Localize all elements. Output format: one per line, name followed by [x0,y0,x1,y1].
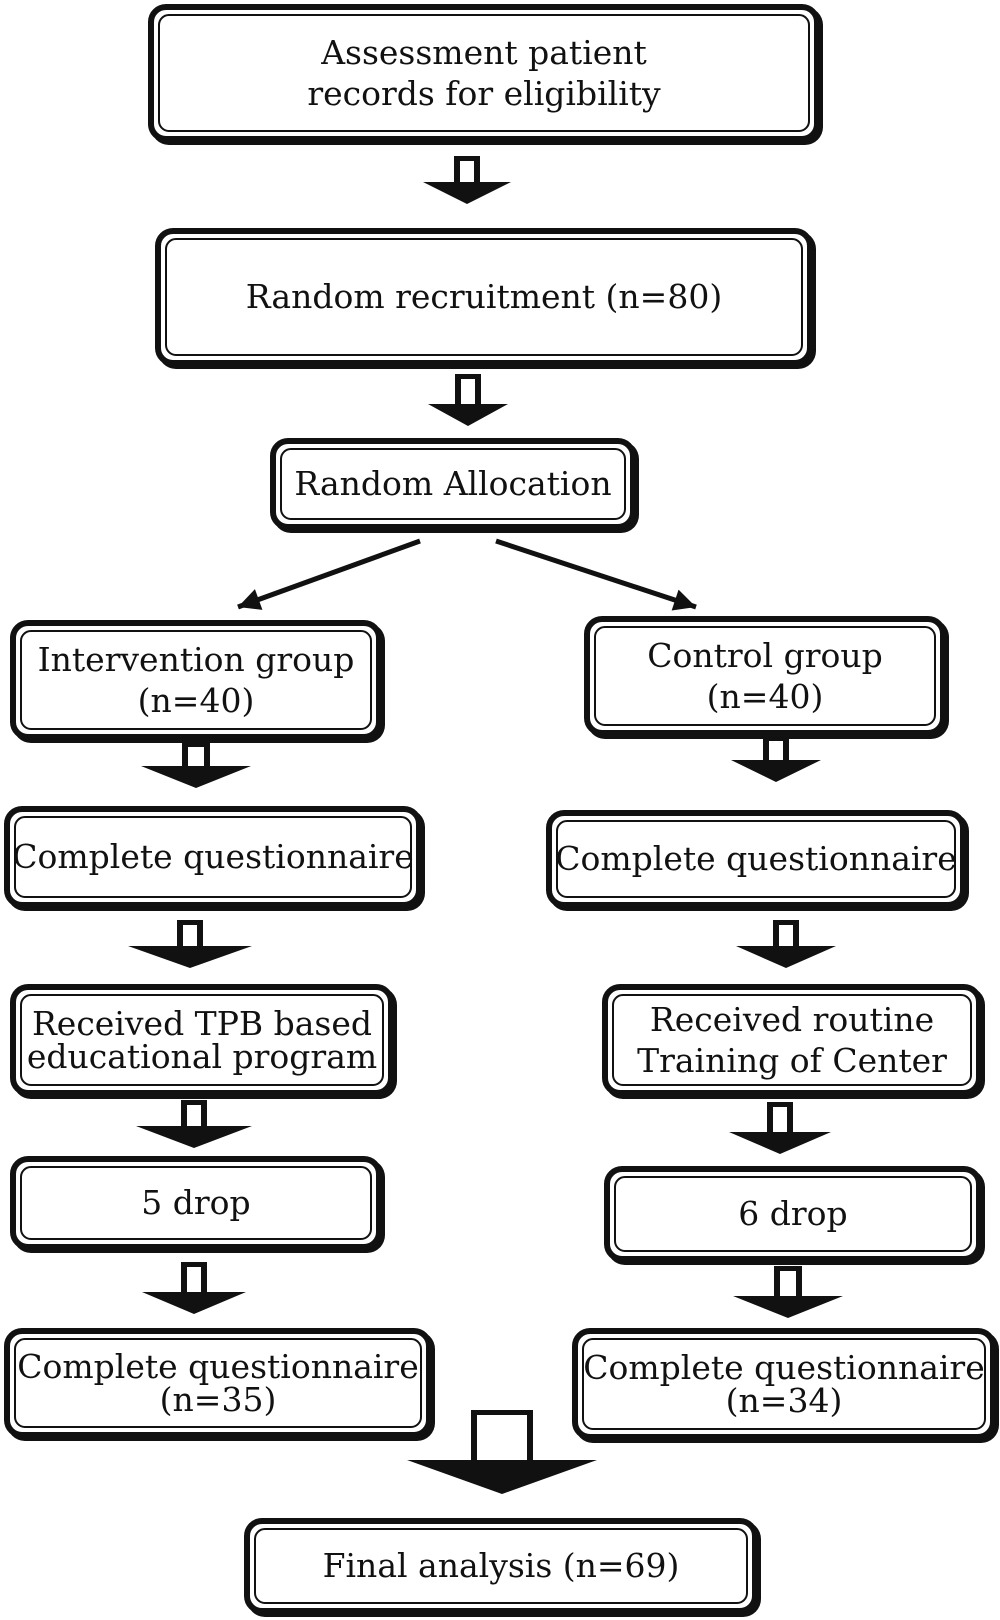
intervention-questionnaire-box: Complete questionnaire [4,806,422,908]
arrow-allocation-to-control [495,538,697,610]
routine-training-box: Received routine Training of Center [602,984,982,1096]
tpb-program-box: Received TPB based educational program [10,984,394,1096]
intervention-group-line1: Intervention group [37,639,355,679]
control-final-questionnaire-line2: (n=34) [725,1381,843,1420]
control-group-line2: (n=40) [706,677,824,716]
arrow-int-questionnaire-to-program-hollow [183,925,197,946]
intervention-drop-label: 5 drop [141,1183,251,1223]
arrow-questionnaires-to-final-analysis-hollow [477,1415,527,1460]
assessment-box: Assessment patient records for eligibili… [148,4,820,142]
arrow-ctrl-questionnaire-to-training-hollow [779,925,793,946]
allocation-label: Random Allocation [294,464,612,504]
tpb-program-line2: educational program [26,1037,378,1076]
control-drop-label: 6 drop [738,1194,848,1234]
control-questionnaire-box: Complete questionnaire [546,810,966,908]
intervention-group-box: Intervention group (n=40) [10,620,382,740]
arrow-assessment-to-recruitment-hollow [460,161,474,182]
routine-training-line1: Received routine [649,999,935,1039]
arrow-ctrl-drop-to-final-questionnaire-hollow [780,1271,796,1296]
assessment-line1: Assessment patient [321,32,647,72]
arrow-program-to-drop-hollow [187,1105,201,1126]
control-questionnaire-label: Complete questionnaire [555,839,957,879]
intervention-final-questionnaire-box: Complete questionnaire (n=35) [4,1328,432,1438]
control-final-questionnaire-box: Complete questionnaire (n=34) [572,1328,996,1440]
intervention-drop-box: 5 drop [10,1156,382,1250]
control-group-line1: Control group [647,635,883,675]
arrow-intervention-to-questionnaire-hollow [188,747,204,766]
arrow-allocation-to-control-head [671,589,696,611]
arrow-allocation-to-intervention-head [238,589,263,610]
assessment-line2: records for eligibility [307,74,661,113]
arrow-allocation-to-intervention [237,538,421,610]
arrow-recruitment-to-allocation-hollow [461,379,475,404]
intervention-questionnaire-label: Complete questionnaire [12,837,414,877]
control-drop-box: 6 drop [604,1166,982,1262]
control-group-box: Control group (n=40) [584,616,946,736]
control-final-questionnaire-line1: Complete questionnaire [583,1348,985,1387]
arrow-training-to-drop-hollow [773,1107,787,1132]
intervention-group-line2: (n=40) [137,681,255,720]
intervention-final-questionnaire-line1: Complete questionnaire [17,1347,419,1386]
allocation-box: Random Allocation [270,438,636,530]
arrow-int-drop-to-final-questionnaire-hollow [187,1267,201,1292]
final-analysis-box: Final analysis (n=69) [244,1518,758,1614]
recruitment-box: Random recruitment (n=80) [155,228,813,366]
final-analysis-label: Final analysis (n=69) [322,1546,680,1586]
arrow-control-to-questionnaire-hollow [769,741,783,760]
tpb-program-line1: Received TPB based [31,1004,373,1043]
recruitment-label: Random recruitment (n=80) [245,277,723,317]
intervention-final-questionnaire-line2: (n=35) [159,1380,277,1419]
routine-training-line2: Training of Center [637,1041,947,1080]
